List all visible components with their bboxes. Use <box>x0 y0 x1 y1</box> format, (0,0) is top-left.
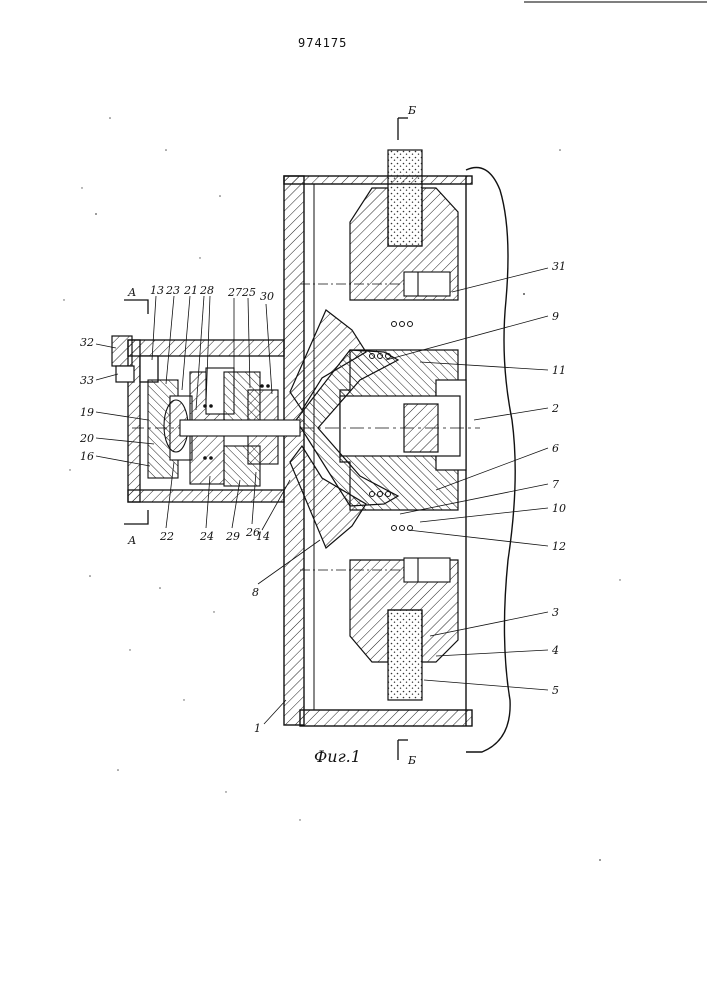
label-10: 10 <box>552 502 566 515</box>
label-12: 12 <box>552 540 566 553</box>
label-4: 4 <box>551 644 559 657</box>
document-number: 974175 <box>298 36 347 50</box>
label-26: 26 <box>245 526 260 539</box>
section-mark-b-top: Б <box>407 104 416 117</box>
label-25: 25 <box>241 286 256 299</box>
label-1: 1 <box>254 722 261 735</box>
label-3: 3 <box>552 606 559 619</box>
gear-train <box>132 368 300 486</box>
label-27: 27 <box>227 286 242 299</box>
label-5: 5 <box>552 684 559 697</box>
label-24: 24 <box>199 530 214 543</box>
label-13: 13 <box>150 284 164 297</box>
section-mark-a-bottom: А <box>127 534 136 547</box>
label-20: 20 <box>79 432 94 445</box>
label-33: 33 <box>80 374 94 387</box>
label-19: 19 <box>80 406 94 419</box>
label-32: 32 <box>80 336 94 349</box>
label-29: 29 <box>225 530 240 543</box>
label-2: 2 <box>551 402 559 415</box>
label-31: 31 <box>552 260 566 273</box>
label-11: 11 <box>552 364 566 377</box>
label-21: 21 <box>183 284 198 297</box>
base-plate-outline <box>466 168 515 753</box>
label-23: 23 <box>165 284 180 297</box>
lower-abrasive-wheel <box>388 610 422 700</box>
label-9: 9 <box>552 310 559 323</box>
label-30: 30 <box>260 290 274 303</box>
section-mark-b-bottom: Б <box>407 754 416 767</box>
label-6: 6 <box>552 442 559 455</box>
label-22: 22 <box>159 530 174 543</box>
label-8: 8 <box>252 586 259 599</box>
upper-abrasive-wheel <box>388 150 422 246</box>
label-16: 16 <box>80 450 94 463</box>
section-mark-a-top: А <box>127 286 136 299</box>
label-28: 28 <box>199 284 214 297</box>
label-7: 7 <box>552 478 559 491</box>
figure-caption: Фиг.1 <box>314 747 361 766</box>
